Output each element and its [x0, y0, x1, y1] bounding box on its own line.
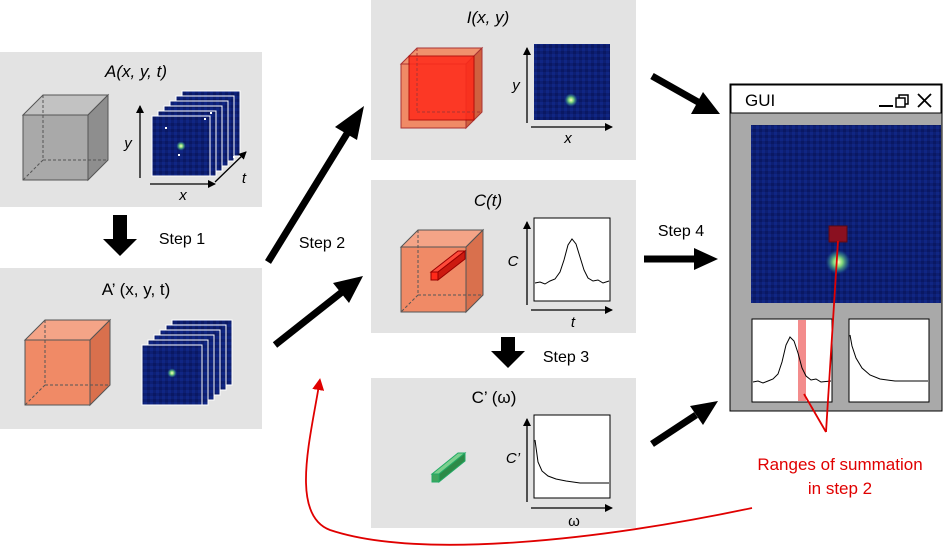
restore-icon[interactable]: [895, 94, 909, 108]
annotation-line-1: Ranges of summation: [757, 455, 922, 474]
step3-arrow: Step 3: [491, 337, 589, 368]
window-controls[interactable]: [879, 93, 932, 108]
panel-A-axis-y: y: [123, 135, 133, 152]
gui-window: GUI: [729, 83, 943, 412]
panel-A-axis-t: t: [242, 170, 247, 187]
step1-arrow: Step 1: [103, 215, 205, 256]
panel-I: I(x, y) y x: [371, 0, 636, 160]
image-stack-A: [151, 90, 241, 177]
panel-I-axis-x: x: [563, 130, 572, 147]
annotation-line-2: in step 2: [808, 479, 872, 498]
gui-spectrum-plot[interactable]: [848, 318, 930, 403]
panel-C: C(t) C t: [371, 180, 636, 333]
panel-I-title: I(x, y): [467, 8, 510, 27]
step2-label: Step 2: [299, 235, 345, 252]
panel-C-axis-y: C: [508, 253, 519, 270]
spectrum-plot: [533, 414, 611, 499]
step2-arrows: Step 2: [265, 106, 364, 348]
panel-A-title: A(x, y, t): [104, 62, 167, 81]
gui-title: GUI: [745, 91, 775, 110]
panel-A-prime: A’ (x, y, t): [0, 268, 262, 429]
step3-label: Step 3: [543, 349, 589, 366]
summation-range-bar[interactable]: [798, 320, 806, 401]
panel-C-prime-axis-x: ω: [568, 513, 580, 530]
gui-timecourse-plot[interactable]: [751, 318, 833, 403]
image-stack-A-prime: [141, 319, 233, 406]
panel-C-axis-x: t: [571, 314, 576, 331]
feedback-arrow: [305, 378, 753, 546]
mean-image: [534, 44, 610, 120]
panel-C-prime-axis-y: C’: [506, 450, 521, 467]
annotation-lines: [803, 240, 839, 433]
panel-A: A(x, y, t) y x: [0, 52, 262, 207]
timecourse-plot: [533, 217, 611, 302]
gray-cube: [21, 93, 110, 182]
panel-C-prime: C’ (ω) C’ ω: [371, 378, 636, 530]
gui-arrows: Step 4: [644, 72, 720, 447]
step1-label: Step 1: [159, 231, 205, 248]
green-bar: [430, 451, 467, 484]
panel-A-axis-x: x: [178, 187, 187, 204]
close-icon[interactable]: [917, 93, 932, 108]
gui-image-view[interactable]: [751, 125, 941, 303]
panel-C-title: C(t): [474, 191, 502, 210]
panel-A-prime-title: A’ (x, y, t): [102, 280, 171, 299]
roi-marker[interactable]: [828, 225, 848, 243]
orange-cube-roi: [399, 228, 485, 314]
panel-I-axis-y: y: [511, 77, 521, 94]
orange-cube: [23, 318, 112, 407]
step4-label: Step 4: [658, 223, 704, 240]
red-cube: [399, 46, 484, 130]
panel-C-prime-title: C’ (ω): [472, 388, 517, 407]
